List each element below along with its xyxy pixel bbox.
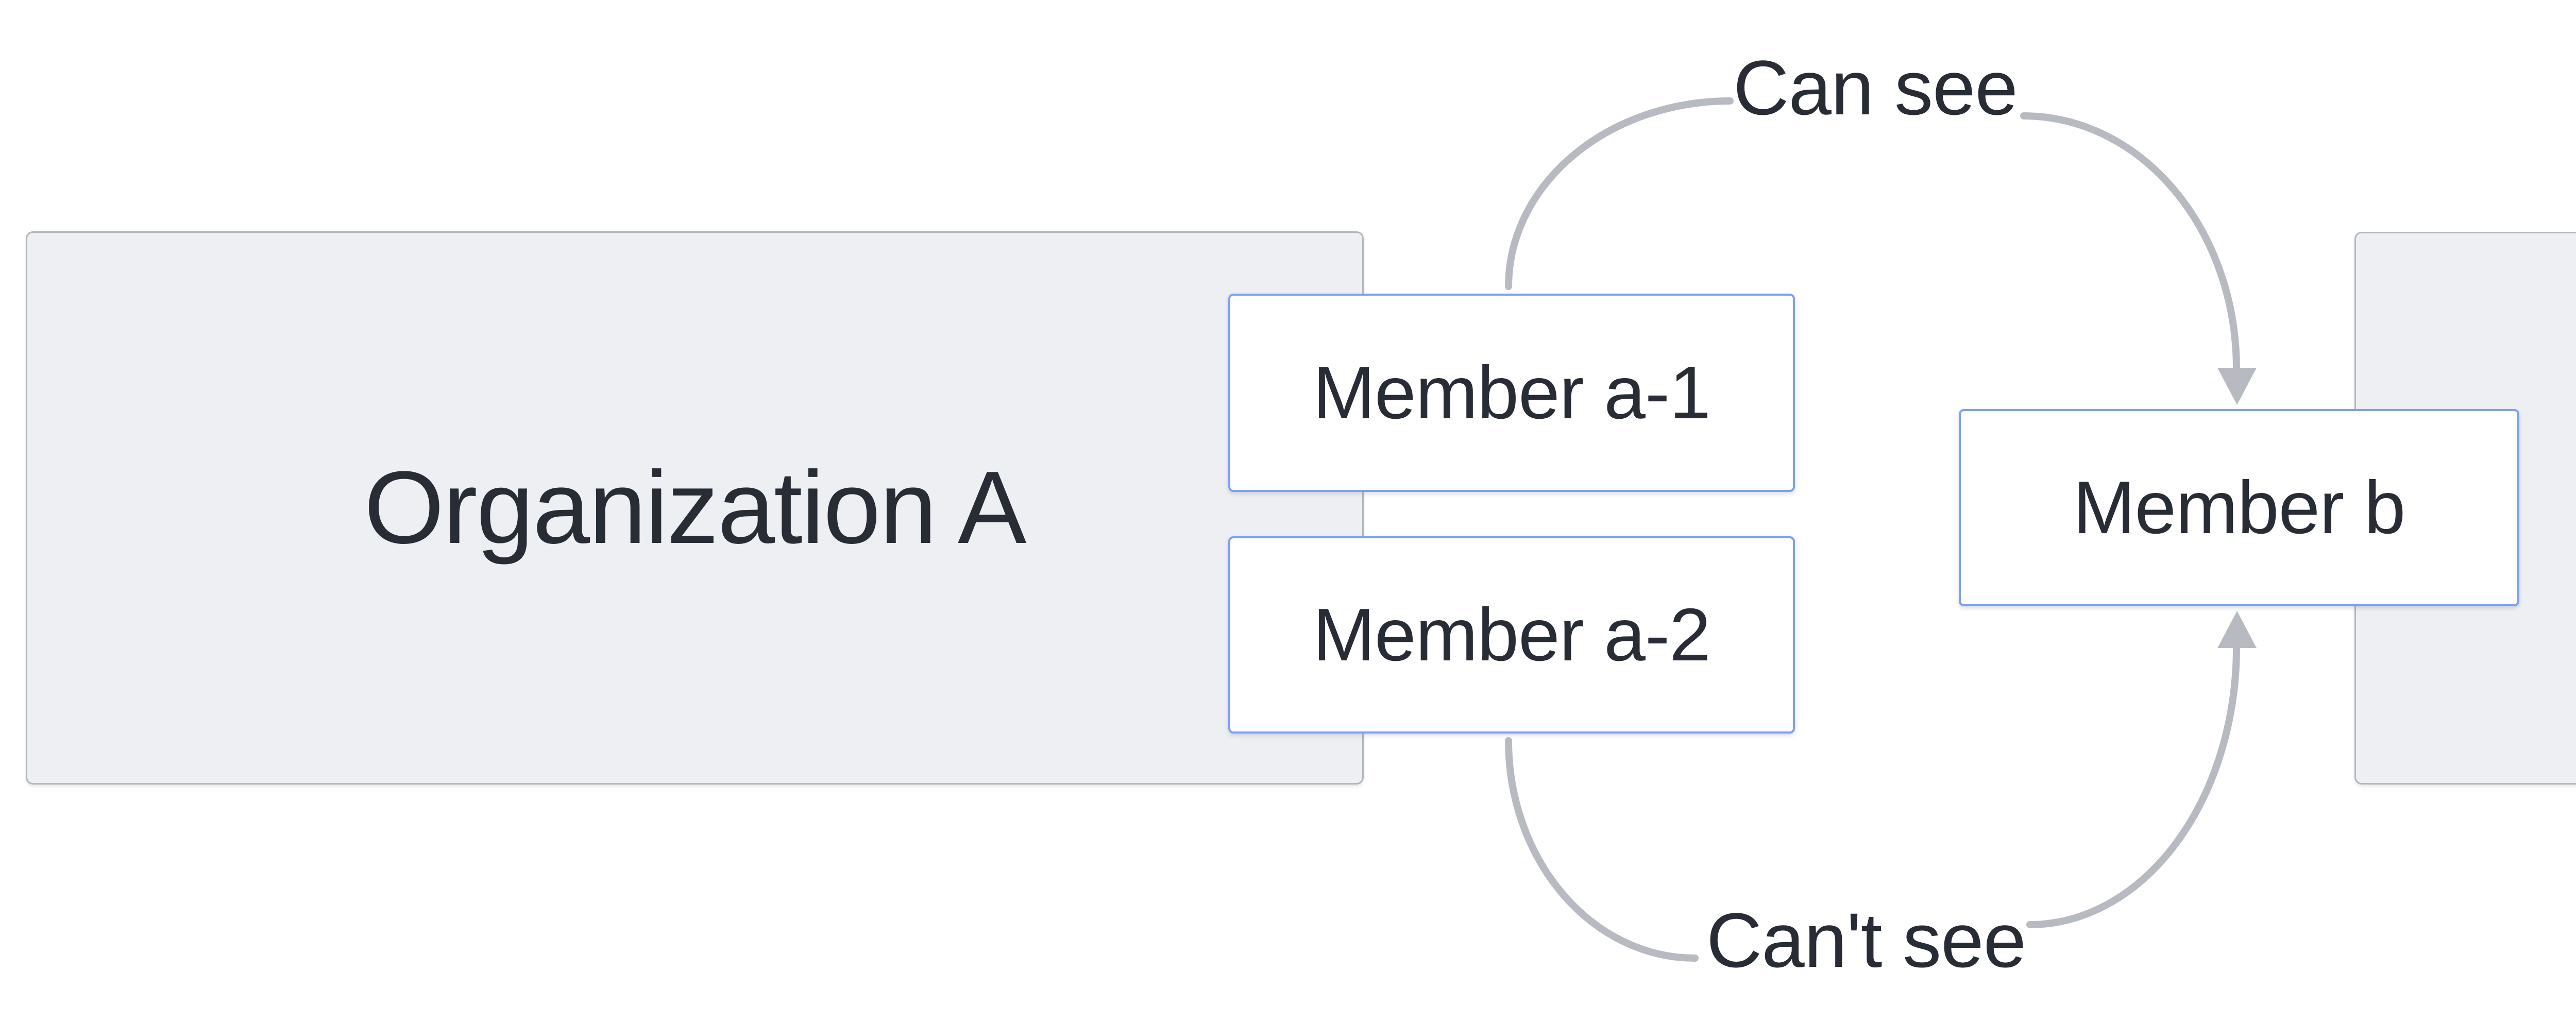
can-see-label: Can see <box>1733 44 2018 131</box>
organization-a-label: Organization A <box>364 450 1027 565</box>
member-b-label: Member b <box>2073 466 2406 549</box>
member-a-2-box: Member a-2 <box>1228 536 1795 734</box>
can-see-arrow-left-arc <box>1505 97 1734 290</box>
member-b-box: Member b <box>1959 409 2519 606</box>
cant-see-arrow-right-arc <box>2026 643 2240 928</box>
organization-a-box: Organization A <box>26 231 1364 785</box>
can-see-arrowhead-icon <box>2217 368 2257 405</box>
member-a-1-label: Member a-1 <box>1313 351 1711 434</box>
member-a-1-box: Member a-1 <box>1228 294 1795 492</box>
member-a-2-label: Member a-2 <box>1313 593 1711 676</box>
cant-see-arrow-left-arc <box>1505 737 1699 962</box>
can-see-arrow-right-arc <box>2020 112 2240 372</box>
cant-see-label: Can't see <box>1706 896 2026 983</box>
cant-see-arrowhead-icon <box>2217 611 2257 648</box>
